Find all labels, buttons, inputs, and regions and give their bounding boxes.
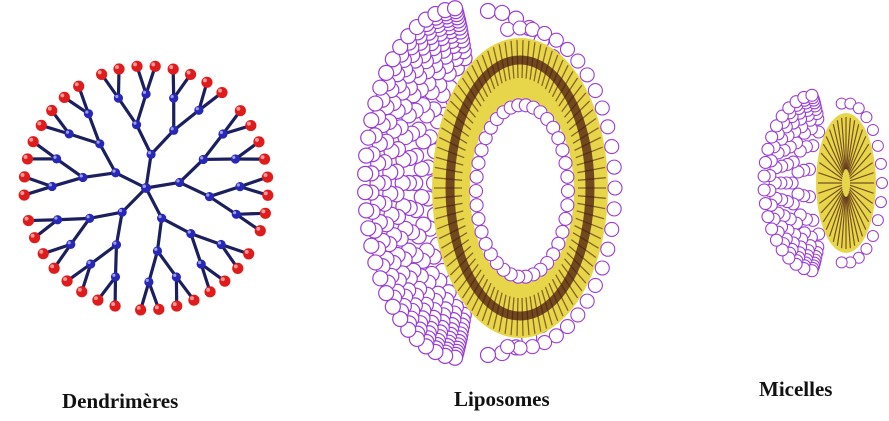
dendrimer-node bbox=[52, 154, 61, 163]
dendrimer-node bbox=[232, 263, 243, 274]
dendrimer-node bbox=[146, 150, 155, 159]
dendrimer-node bbox=[188, 295, 199, 306]
dendrimer-node bbox=[235, 105, 246, 116]
dendrimer-node bbox=[78, 173, 87, 182]
dendrimer-node bbox=[113, 63, 124, 74]
dendrimer-node bbox=[231, 154, 240, 163]
dendrimer-node bbox=[141, 89, 150, 98]
dendrimer-node bbox=[235, 182, 244, 191]
dendrimer-node bbox=[65, 129, 74, 138]
dendrimer-node bbox=[150, 61, 161, 72]
dendrimer-node bbox=[186, 229, 195, 238]
dendrimer-node bbox=[157, 214, 166, 223]
dendrimer-node bbox=[61, 275, 72, 286]
dendrimer-node bbox=[85, 214, 94, 223]
dendrimer-node bbox=[218, 129, 227, 138]
dendrimer-node bbox=[255, 225, 266, 236]
dendrimer-node bbox=[47, 182, 56, 191]
dendrimer-node bbox=[216, 87, 227, 98]
dendrimer-caption: Dendrimères bbox=[62, 389, 178, 414]
dendrimer-nodes bbox=[47, 89, 244, 286]
micelle-diagram bbox=[758, 89, 887, 276]
micelle-caption: Micelles bbox=[759, 377, 832, 402]
dendrimer-node bbox=[253, 136, 264, 147]
dendrimer-diagram bbox=[19, 61, 274, 316]
dendrimer-node bbox=[92, 295, 103, 306]
dendrimer-node bbox=[66, 240, 75, 249]
micelle-core bbox=[816, 113, 876, 253]
dendrimer-node bbox=[19, 171, 30, 182]
dendrimer-node bbox=[201, 77, 212, 88]
dendrimer-node bbox=[95, 139, 104, 148]
dendrimer-node bbox=[175, 178, 184, 187]
dendrimer-node bbox=[118, 208, 127, 217]
dendrimer-node bbox=[262, 190, 273, 201]
dendrimer-node bbox=[205, 192, 214, 201]
dendrimer-node bbox=[259, 154, 270, 165]
dendrimer-node bbox=[169, 94, 178, 103]
dendrimer-node bbox=[194, 106, 203, 115]
dendrimer-node bbox=[172, 272, 181, 281]
dendrimer-node bbox=[28, 136, 39, 147]
dendrimer-node bbox=[111, 272, 120, 281]
dendrimer-node bbox=[114, 94, 123, 103]
dendrimer-node bbox=[185, 69, 196, 80]
dendrimer-node bbox=[168, 63, 179, 74]
dendrimer-node bbox=[260, 208, 271, 219]
dendrimer-node bbox=[38, 248, 49, 259]
dendrimer-node bbox=[112, 240, 121, 249]
dendrimer-node bbox=[53, 215, 62, 224]
dendrimer-node bbox=[153, 246, 162, 255]
liposome-diagram bbox=[358, 1, 622, 366]
dendrimer-node bbox=[199, 155, 208, 164]
dendrimer-node bbox=[217, 240, 226, 249]
dendrimer-node bbox=[96, 69, 107, 80]
dendrimer-node bbox=[132, 120, 141, 129]
dendrimer-node bbox=[197, 259, 206, 268]
dendrimer-node bbox=[243, 248, 254, 259]
dendrimer-node bbox=[262, 171, 273, 182]
liposome-caption: Liposomes bbox=[454, 387, 550, 412]
dendrimer-node bbox=[245, 120, 256, 131]
dendrimer-node bbox=[86, 259, 95, 268]
dendrimer-node bbox=[169, 126, 178, 135]
dendrimer-node bbox=[29, 232, 40, 243]
dendrimer-node bbox=[141, 183, 151, 193]
dendrimer-node bbox=[23, 215, 34, 226]
dendrimer-node bbox=[204, 286, 215, 297]
dendrimer-node bbox=[131, 61, 142, 72]
dendrimer-node bbox=[46, 105, 57, 116]
dendrimer-node bbox=[36, 120, 47, 131]
dendrimer-node bbox=[84, 109, 93, 118]
dendrimer-node bbox=[219, 276, 230, 287]
dendrimer-node bbox=[110, 300, 121, 311]
dendrimer-node bbox=[144, 277, 153, 286]
dendrimer-node bbox=[73, 81, 84, 92]
dendrimer-node bbox=[59, 92, 70, 103]
dendrimer-node bbox=[49, 263, 60, 274]
dendrimer-node bbox=[22, 153, 33, 164]
dendrimer-node bbox=[111, 168, 120, 177]
dendrimer-node bbox=[232, 210, 241, 219]
dendrimer-node bbox=[153, 304, 164, 315]
dendrimer-node bbox=[171, 300, 182, 311]
dendrimer-node bbox=[76, 286, 87, 297]
dendrimer-node bbox=[19, 189, 30, 200]
dendrimer-node bbox=[135, 304, 146, 315]
